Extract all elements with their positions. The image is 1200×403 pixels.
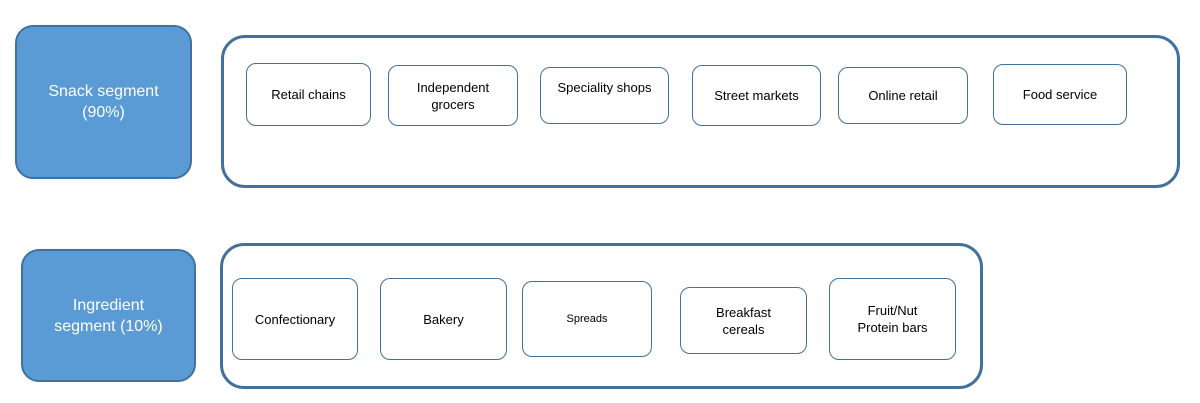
ingredient-item-bakery: Bakery	[380, 278, 507, 360]
ingredient-segment-label: Ingredient segment (10%)	[54, 296, 163, 335]
snack-item-retail-chains: Retail chains	[246, 63, 371, 126]
snack-item-street-markets: Street markets	[692, 65, 821, 126]
ingredient-segment-node: Ingredient segment (10%)	[21, 249, 196, 382]
ingredient-item-spreads: Spreads	[522, 281, 652, 357]
ingredient-item-fruit-nut-protein-bars: Fruit/Nut Protein bars	[829, 278, 956, 360]
snack-item-speciality-shops: Speciality shops	[540, 67, 669, 124]
ingredient-item-confectionary: Confectionary	[232, 278, 358, 360]
snack-channels-container: Retail chains Independent grocers Specia…	[221, 35, 1180, 188]
snack-item-independent-grocers: Independent grocers	[388, 65, 518, 126]
ingredient-item-breakfast-cereals: Breakfast cereals	[680, 287, 807, 354]
snack-item-online-retail: Online retail	[838, 67, 968, 124]
snack-item-food-service: Food service	[993, 64, 1127, 125]
ingredient-categories-container: Confectionary Bakery Spreads Breakfast c…	[220, 243, 983, 389]
snack-segment-label: Snack segment (90%)	[48, 83, 159, 121]
snack-segment-node: Snack segment (90%)	[15, 25, 192, 179]
